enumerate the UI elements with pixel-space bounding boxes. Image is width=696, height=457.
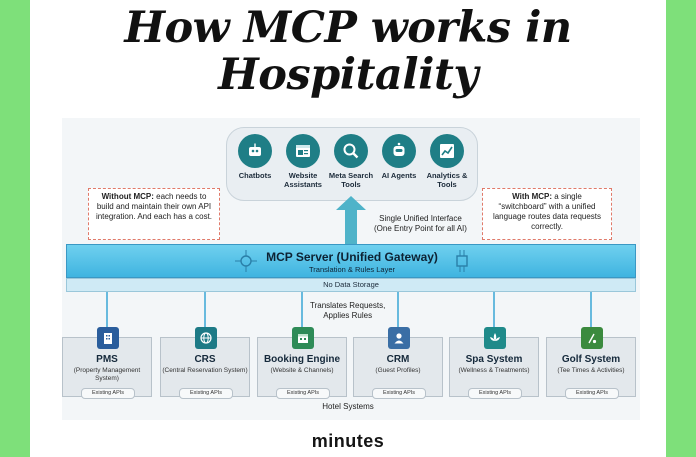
translate-label: Translates Requests, Applies Rules <box>310 301 385 321</box>
system-desc: (Tee Times & Activities) <box>557 367 625 374</box>
lotus-icon <box>484 327 506 349</box>
ai-tools-group: Chatbots Website Assistants Meta Search … <box>226 127 478 201</box>
note-with-text: a single “switchboard” with a unified la… <box>492 192 602 231</box>
tool-label: Meta Search Tools <box>328 171 374 189</box>
interface-label: Single Unified Interface (One Entry Poin… <box>374 214 467 234</box>
robot-icon <box>238 134 272 168</box>
gateway-subtitle: Translation & Rules Layer <box>308 265 395 274</box>
note-with-mcp: With MCP: a single “switchboard” with a … <box>482 188 612 240</box>
system-desc: (Guest Profiles) <box>375 367 421 374</box>
upward-arrow-icon <box>336 196 366 246</box>
tool-label: AI Agents <box>381 171 417 180</box>
interface-line2: (One Entry Point for all AI) <box>374 224 467 233</box>
magnifier-icon <box>334 134 368 168</box>
system-name: Booking Engine <box>263 354 341 365</box>
gateway-title: MCP Server (Unified Gateway) <box>266 250 438 264</box>
tool-label: Website Assistants <box>284 171 322 189</box>
system-name: CRM <box>386 354 410 365</box>
brand-logo: minutes <box>311 431 385 451</box>
api-badge: Existing APIs <box>81 388 135 399</box>
tool-meta-search: Meta Search Tools <box>327 134 375 189</box>
system-desc: (Central Reservation System) <box>162 367 248 374</box>
system-golf: Golf System (Tee Times & Activities) Exi… <box>546 327 636 399</box>
tool-analytics: Analytics & Tools <box>423 134 471 189</box>
globe-icon <box>195 327 217 349</box>
system-spa: Spa System (Wellness & Treatments) Exist… <box>449 327 539 399</box>
building-icon <box>97 327 119 349</box>
translate-line1: Translates Requests, <box>310 301 386 310</box>
api-badge: Existing APIs <box>372 388 426 399</box>
mcp-gateway-bar: MCP Server (Unified Gateway) Translation… <box>66 244 636 278</box>
golf-icon <box>581 327 603 349</box>
system-desc: (Property Management System) <box>73 367 141 382</box>
circuit-icon <box>235 250 257 272</box>
note-with-bold: With MCP: <box>512 192 553 201</box>
ai-robot-icon <box>382 134 416 168</box>
note-without-text: each needs to build and maintain their o… <box>95 192 213 221</box>
page-title-line2: Hospitality <box>218 50 478 100</box>
system-name: Golf System <box>561 354 621 365</box>
note-without-bold: Without MCP: <box>101 192 154 201</box>
page-title-line1: How MCP works in <box>124 3 572 53</box>
interface-line1: Single Unified Interface <box>379 214 462 223</box>
system-name: Spa System <box>465 354 523 365</box>
webpage-icon <box>286 134 320 168</box>
circuit-icon <box>451 250 473 272</box>
user-icon <box>388 327 410 349</box>
system-booking-engine: Booking Engine (Website & Channels) Exis… <box>257 327 347 399</box>
system-name: PMS <box>96 354 118 365</box>
chart-icon <box>430 134 464 168</box>
hotel-systems-label: Hotel Systems <box>322 402 374 411</box>
note-without-mcp: Without MCP: each needs to build and mai… <box>88 188 220 240</box>
tool-label: Chatbots <box>238 171 272 180</box>
system-crs: CRS (Central Reservation System) Existin… <box>160 327 250 399</box>
api-badge: Existing APIs <box>276 388 330 399</box>
calendar-icon <box>292 327 314 349</box>
tool-ai-agents: AI Agents <box>375 134 423 180</box>
api-badge: Existing APIs <box>468 388 522 399</box>
api-badge: Existing APIs <box>565 388 619 399</box>
system-pms: PMS (Property Management System) Existin… <box>62 327 152 399</box>
system-desc: (Wellness & Treatments) <box>458 367 530 374</box>
api-badge: Existing APIs <box>179 388 233 399</box>
tool-website-assistants: Website Assistants <box>279 134 327 189</box>
tool-label: Analytics & Tools <box>426 171 468 189</box>
system-name: CRS <box>194 354 216 365</box>
translate-line2: Applies Rules <box>323 311 373 320</box>
system-desc: (Website & Channels) <box>270 367 334 374</box>
tool-chatbots: Chatbots <box>231 134 279 180</box>
system-crm: CRM (Guest Profiles) Existing APIs <box>353 327 443 399</box>
storage-bar: No Data Storage <box>66 278 636 292</box>
